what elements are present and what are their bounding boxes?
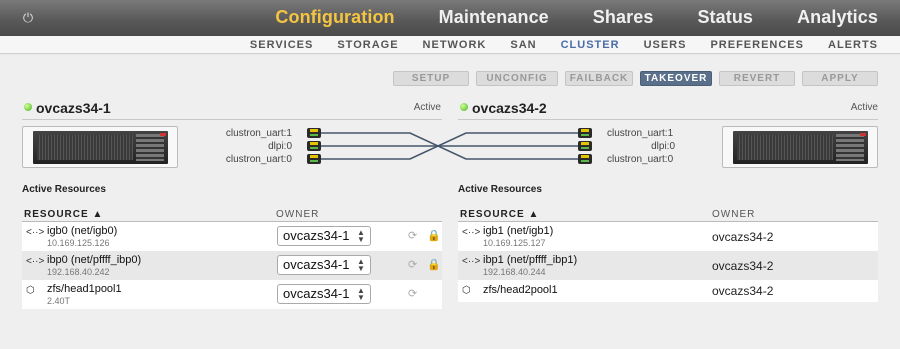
table-row: ⬡ zfs/head1pool1 2.40T ovcazs34-1▲▼ ⟳ (22, 280, 442, 309)
subnav-network[interactable]: NETWORK (422, 39, 487, 51)
port-icon (307, 141, 321, 151)
node2-name: ovcazs34-2 (472, 100, 547, 116)
resource-name: zfs/head2pool1 (483, 284, 558, 296)
resource-detail: 10.169.125.127 (483, 238, 546, 248)
subnav-storage[interactable]: STORAGE (337, 39, 399, 51)
resource-owner: ovcazs34-2 (712, 259, 774, 273)
column-resource[interactable]: RESOURCE ▲ (24, 209, 104, 220)
failback-button[interactable]: FAILBACK (565, 71, 633, 86)
node1-resources-table: RESOURCE ▲ OWNER <··> igb0 (net/igb0) 10… (22, 207, 442, 309)
node1-port-label: clustron_uart:0 (225, 154, 292, 165)
top-navigation-bar: ⏻ Configuration Maintenance Shares Statu… (0, 0, 900, 36)
sub-nav: SERVICES STORAGE NETWORK SAN CLUSTER USE… (238, 36, 890, 54)
divider (458, 119, 878, 120)
node1-resources-title: Active Resources (22, 184, 106, 195)
resource-detail: 192.168.40.244 (483, 267, 546, 277)
resource-owner: ovcazs34-2 (712, 230, 774, 244)
port-icon (307, 154, 321, 164)
owner-select[interactable]: ovcazs34-1▲▼ (277, 255, 371, 275)
node2-port-label: clustron_uart:0 (607, 154, 674, 165)
table-row: <··> igb1 (net/igb1) 10.169.125.127 ovca… (458, 222, 878, 251)
apply-button[interactable]: APPLY (802, 71, 878, 86)
subnav-alerts[interactable]: ALERTS (828, 39, 878, 51)
lock-icon[interactable]: 🔒 (427, 230, 441, 242)
node2-port-label: clustron_uart:1 (607, 128, 674, 139)
node2-server-image (722, 126, 878, 168)
column-owner[interactable]: OWNER (276, 209, 320, 220)
node2-status-icon (460, 103, 468, 111)
failover-icon[interactable]: ⟳ (408, 259, 418, 271)
resource-owner: ovcazs34-2 (712, 284, 774, 298)
table-row: <··> ibp1 (net/pffff_ibp1) 192.168.40.24… (458, 251, 878, 280)
failover-icon[interactable]: ⟳ (408, 230, 418, 242)
owner-select[interactable]: ovcazs34-1▲▼ (277, 226, 371, 246)
node1-name: ovcazs34-1 (36, 100, 111, 116)
lock-icon[interactable]: 🔒 (427, 259, 441, 271)
nav-shares[interactable]: Shares (592, 7, 654, 27)
subnav-users[interactable]: USERS (643, 39, 687, 51)
stepper-icon: ▲▼ (357, 257, 365, 273)
port-icon (307, 128, 321, 138)
column-owner[interactable]: OWNER (712, 209, 756, 220)
node1-port-label: dlpi:0 (268, 141, 292, 152)
subnav-cluster[interactable]: CLUSTER (560, 39, 620, 51)
cluster-links (321, 132, 578, 160)
cluster-actions: SETUP UNCONFIG FAILBACK TAKEOVER REVERT … (393, 71, 878, 86)
nav-analytics[interactable]: Analytics (797, 7, 878, 27)
resource-name: zfs/head1pool1 (47, 283, 122, 295)
subnav-san[interactable]: SAN (510, 39, 537, 51)
node1-server-image (22, 126, 178, 168)
divider (22, 119, 442, 120)
resource-name: igb0 (net/igb0) (47, 225, 118, 237)
main-nav: Configuration Maintenance Shares Status … (253, 0, 900, 36)
table-row: ⬡ zfs/head2pool1 ovcazs34-2 (458, 280, 878, 302)
network-link-icon: <··> (26, 227, 45, 238)
resource-detail: 2.40T (47, 296, 71, 306)
network-link-icon: <··> (462, 227, 481, 238)
node2-resources-title: Active Resources (458, 184, 542, 195)
stepper-icon: ▲▼ (357, 286, 365, 302)
table-row: <··> igb0 (net/igb0) 10.169.125.126 ovca… (22, 222, 442, 251)
storage-pool-icon: ⬡ (26, 285, 35, 296)
node2-state: Active (850, 102, 878, 113)
resource-name: ibp1 (net/pffff_ibp1) (483, 254, 578, 266)
column-resource[interactable]: RESOURCE ▲ (460, 209, 540, 220)
power-icon[interactable]: ⏻ (22, 10, 34, 25)
resource-detail: 192.168.40.242 (47, 267, 110, 277)
table-row: <··> ibp0 (net/pffff_ibp0) 192.168.40.24… (22, 251, 442, 280)
unconfig-button[interactable]: UNCONFIG (476, 71, 558, 86)
revert-button[interactable]: REVERT (719, 71, 795, 86)
node1-state: Active (413, 102, 441, 113)
nav-status[interactable]: Status (697, 7, 754, 27)
nav-configuration[interactable]: Configuration (275, 7, 395, 27)
node1-port-label: clustron_uart:1 (225, 128, 292, 139)
resource-detail: 10.169.125.126 (47, 238, 110, 248)
stepper-icon: ▲▼ (357, 228, 365, 244)
resource-name: igb1 (net/igb1) (483, 225, 554, 237)
nav-maintenance[interactable]: Maintenance (438, 7, 549, 27)
node2-port-label: dlpi:0 (651, 141, 675, 152)
setup-button[interactable]: SETUP (393, 71, 469, 86)
port-icon (578, 128, 592, 138)
failover-icon[interactable]: ⟳ (408, 288, 418, 300)
resource-name: ibp0 (net/pffff_ibp0) (47, 254, 142, 266)
subnav-services[interactable]: SERVICES (249, 39, 314, 51)
port-icon (578, 141, 592, 151)
storage-pool-icon: ⬡ (462, 285, 471, 296)
sub-navigation-bar: SERVICES STORAGE NETWORK SAN CLUSTER USE… (0, 36, 900, 54)
cluster-panel: SETUP UNCONFIG FAILBACK TAKEOVER REVERT … (0, 56, 900, 349)
node1-status-icon (24, 103, 32, 111)
network-link-icon: <··> (26, 256, 45, 267)
table-header: RESOURCE ▲ OWNER (458, 207, 878, 222)
owner-select[interactable]: ovcazs34-1▲▼ (277, 284, 371, 304)
port-icon (578, 154, 592, 164)
network-link-icon: <··> (462, 256, 481, 267)
node2-resources-table: RESOURCE ▲ OWNER <··> igb1 (net/igb1) 10… (458, 207, 878, 302)
table-header: RESOURCE ▲ OWNER (22, 207, 442, 222)
subnav-preferences[interactable]: PREFERENCES (710, 39, 804, 51)
takeover-button[interactable]: TAKEOVER (640, 71, 712, 86)
